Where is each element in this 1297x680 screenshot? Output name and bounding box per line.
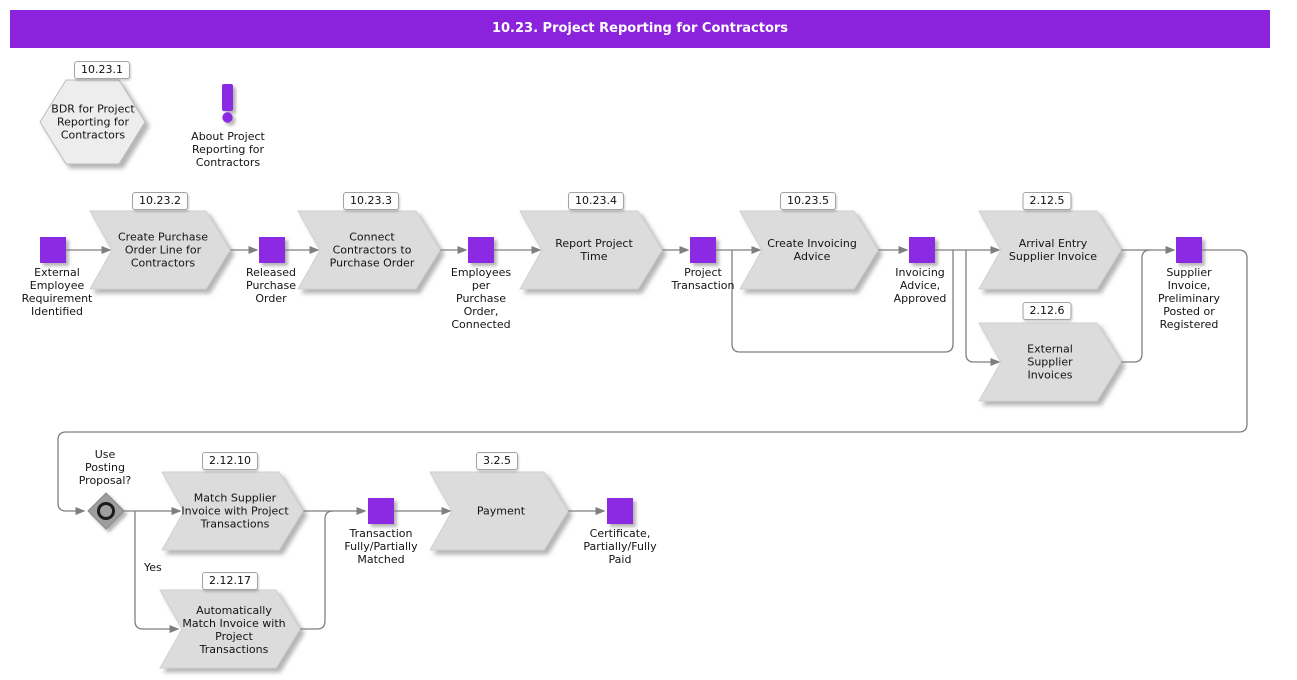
event-label-project-transaction: Project Transaction: [671, 266, 735, 292]
gateway-yes-label: Yes: [144, 561, 162, 574]
task-label-arrival-entry: Arrival Entry Supplier Invoice: [1008, 237, 1098, 263]
event-label-external-employee-requirement: External Employee Requirement Identified: [21, 266, 93, 318]
connector-merge: [1121, 249, 1151, 363]
event-supplier-invoice-posted: [1176, 237, 1202, 263]
task-arrival-entry-supplier-invoice[interactable]: [978, 210, 1122, 290]
task-auto-match-invoice[interactable]: [159, 589, 301, 669]
task-label-create-invoicing-advice: Create Invoicing Advice: [767, 237, 857, 263]
task-label-payment: Payment: [476, 504, 526, 518]
connector-yes-branch: [134, 511, 180, 633]
task-create-po-line[interactable]: [89, 210, 231, 290]
badge-2-12-10[interactable]: 2.12.10: [202, 452, 258, 470]
badge-10-23-1[interactable]: 10.23.1: [74, 61, 130, 79]
title-bar: 10.23. Project Reporting for Contractors: [10, 10, 1270, 48]
badge-2-12-5[interactable]: 2.12.5: [1022, 192, 1072, 210]
badge-2-12-17[interactable]: 2.12.17: [202, 572, 258, 590]
task-label-connect-contractors: Connect Contractors to Purchase Order: [329, 230, 415, 270]
event-project-transaction: [690, 237, 716, 263]
connector-merge: [300, 510, 334, 630]
task-external-supplier-invoices[interactable]: [978, 322, 1122, 402]
event-label-certificate-paid: Certificate, Partially/Fully Paid: [583, 527, 657, 566]
badge-2-12-6[interactable]: 2.12.6: [1022, 302, 1072, 320]
event-label-transaction-matched: Transaction Fully/Partially Matched: [344, 527, 418, 566]
event-label-supplier-invoice-posted: Supplier Invoice, Preliminary Posted or …: [1157, 266, 1221, 331]
task-label-match-supplier-invoice: Match Supplier Invoice with Project Tran…: [181, 491, 289, 531]
gateway-use-posting-proposal: [87, 492, 125, 530]
connector-bypass: [731, 250, 954, 353]
connector-loop: [57, 249, 1248, 515]
badge-10-23-5[interactable]: 10.23.5: [780, 192, 836, 210]
task-report-project-time[interactable]: [519, 210, 663, 290]
bdr-hexagon-label: BDR for Project Reporting for Contractor…: [51, 102, 135, 142]
task-label-report-project-time: Report Project Time: [555, 237, 633, 263]
about-exclamation-icon[interactable]: [222, 84, 233, 123]
task-payment[interactable]: [429, 471, 569, 551]
task-connect-contractors[interactable]: [297, 210, 441, 290]
event-invoicing-advice-approved: [909, 237, 935, 263]
page-title: 10.23. Project Reporting for Contractors: [491, 21, 789, 36]
task-create-invoicing-advice[interactable]: [739, 210, 879, 290]
event-label-employees-per-po: Employees per Purchase Order, Connected: [450, 266, 512, 331]
connector-branch-external: [965, 250, 1001, 366]
badge-10-23-3[interactable]: 10.23.3: [343, 192, 399, 210]
event-external-employee-requirement: [40, 237, 66, 263]
bdr-hexagon[interactable]: [39, 79, 146, 165]
badge-10-23-4[interactable]: 10.23.4: [568, 192, 624, 210]
about-label: About Project Reporting for Contractors: [191, 130, 265, 169]
task-match-supplier-invoice[interactable]: [161, 471, 304, 551]
gateway-label: Use Posting Proposal?: [78, 448, 132, 487]
event-label-invoicing-advice-approved: Invoicing Advice, Approved: [893, 266, 947, 305]
task-label-create-po-line: Create Purchase Order Line for Contracto…: [118, 230, 208, 270]
event-label-released-purchase-order: Released Purchase Order: [246, 266, 296, 305]
gateway-circle-icon: [97, 502, 115, 520]
event-certificate-paid: [607, 498, 633, 524]
connectors: [57, 246, 1248, 633]
event-employees-per-po-connected: [468, 237, 494, 263]
task-label-external-supplier-invoices: External Supplier Invoices: [1027, 342, 1073, 382]
task-label-auto-match-invoice: Automatically Match Invoice with Project…: [182, 604, 286, 656]
badge-3-2-5[interactable]: 3.2.5: [476, 452, 518, 470]
event-released-purchase-order: [259, 237, 285, 263]
event-transaction-matched: [368, 498, 394, 524]
badge-10-23-2[interactable]: 10.23.2: [132, 192, 188, 210]
